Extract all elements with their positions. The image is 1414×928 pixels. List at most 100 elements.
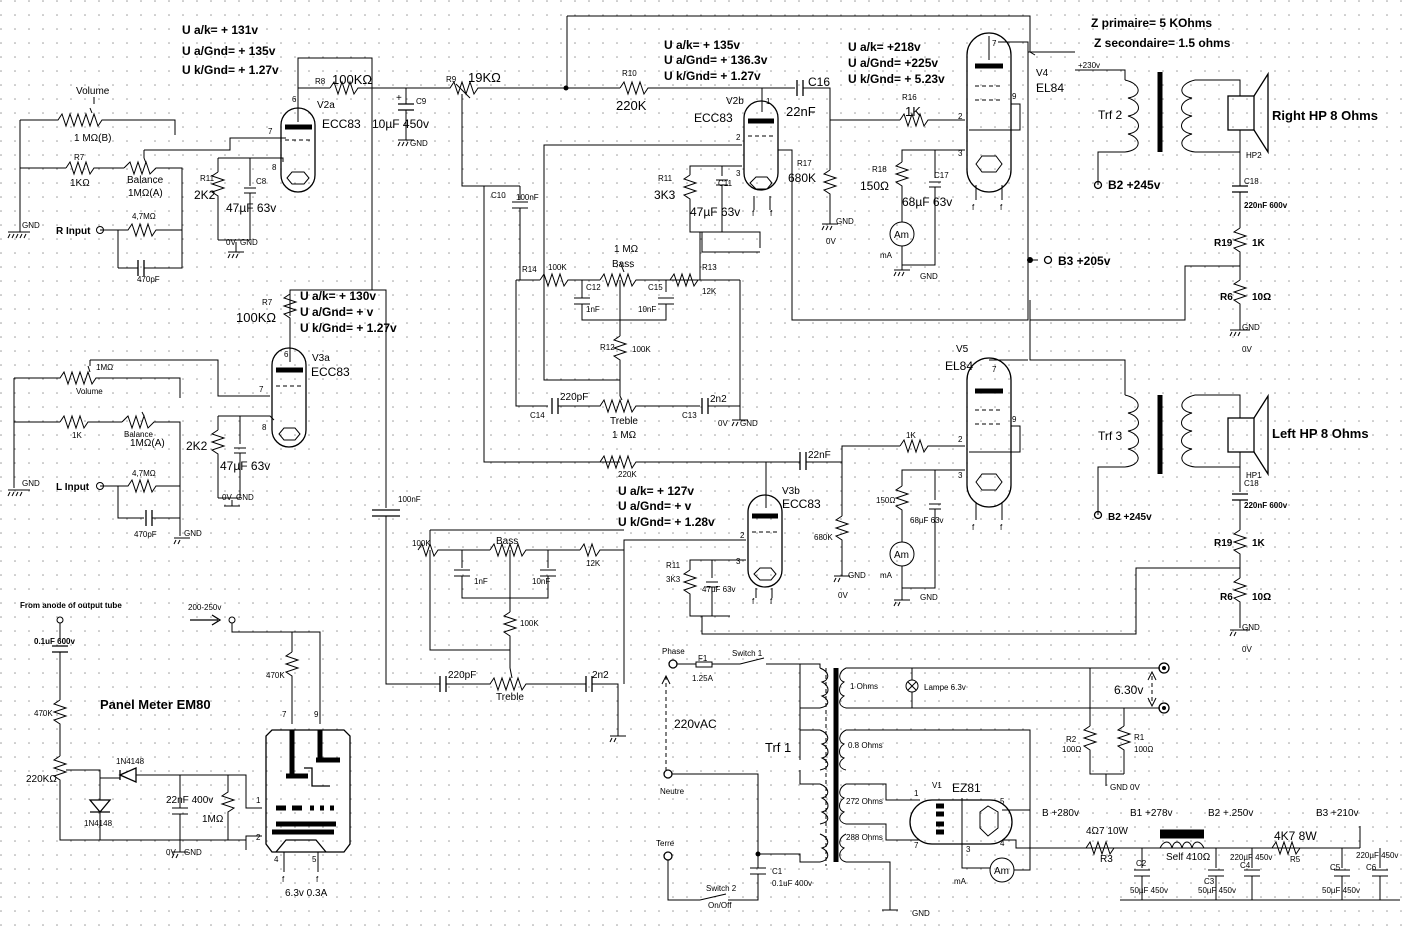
- pin-v2b-f2: f: [770, 209, 773, 218]
- label-230: +230v: [1078, 61, 1100, 70]
- resistor-220k-l: [599, 454, 800, 470]
- pin-v4-f2: f: [1000, 203, 1003, 212]
- label-r8v: 100KΩ: [332, 72, 372, 87]
- pin-v2a-7: 7: [268, 127, 273, 136]
- label-v4: V4: [1036, 68, 1049, 79]
- label-b2-ps: B2 +.250v: [1208, 808, 1253, 819]
- resistor-47m-r: [118, 222, 182, 238]
- label-gnd2-r: GND: [240, 238, 258, 247]
- label-r18: R18: [872, 165, 887, 174]
- arrow-supply: [190, 614, 222, 626]
- label-470p-l: 470pF: [134, 530, 157, 539]
- label-c18v-l: 220nF 600v: [1244, 501, 1288, 510]
- label-r7v-r: 1KΩ: [70, 178, 90, 189]
- coupling-upper: C16 22nF R17 680K GND 0V R16 1K: [762, 75, 965, 246]
- label-r2-ps: R2: [1066, 735, 1077, 744]
- label-c8v: 47µF 63v: [226, 201, 276, 215]
- pin-v1-1: 1: [914, 789, 919, 798]
- label-treble-lt: Treble: [496, 692, 524, 703]
- label-w288: 288 Ohms: [846, 833, 883, 842]
- label-r5: R5: [1290, 855, 1301, 864]
- label-r19: R19: [1214, 238, 1233, 249]
- label-c17: C17: [934, 171, 949, 180]
- label-100n-l: 100nF: [398, 495, 421, 504]
- label-68-l: 68µF 63v: [910, 516, 944, 525]
- label-b2-l: B2 +245v: [1108, 512, 1152, 523]
- label-gnd-r1: GND: [22, 221, 40, 230]
- label-v2a: V2a: [317, 100, 335, 111]
- label-fuse: 1.25A: [692, 674, 714, 683]
- pin-v1-7: 7: [914, 841, 919, 850]
- label-gnd-m-l: GND: [920, 593, 938, 602]
- label-w272: 272 Ohms: [846, 797, 883, 806]
- label-r11b: R11: [658, 174, 673, 183]
- label-0v-r17: 0V: [826, 237, 836, 246]
- tone-stack-lower: 100K Bass 12K 1nF 10nF 100K 220pF Treble…: [412, 529, 626, 743]
- label-vol-pot-l: 1MΩ: [96, 363, 113, 372]
- pot-balance-l: [121, 414, 181, 536]
- label-self: Self 410Ω: [1166, 852, 1211, 863]
- ez81-envelope: [909, 799, 1013, 845]
- cap-22n-l: [799, 452, 807, 470]
- label-v4-type: EL84: [1036, 81, 1064, 95]
- label-r7v-l: 100KΩ: [236, 310, 276, 325]
- resistor-r19: [1232, 227, 1248, 280]
- label-d1: 1N4148: [116, 757, 145, 766]
- label-0v-r6-l: 0V: [1242, 645, 1252, 654]
- label-c18v: 220nF 600v: [1244, 201, 1288, 210]
- label-22n-l: 22nF: [808, 450, 831, 461]
- label-gnd-680: GND: [848, 571, 866, 580]
- v2a-ukg: U k/Gnd= + 1.27v: [182, 63, 279, 77]
- label-gnd-r17: GND: [836, 217, 854, 226]
- resistor-r12: [612, 335, 628, 396]
- label-ma-v4: mA: [880, 251, 893, 260]
- label-12k-lt: 12K: [586, 559, 601, 568]
- label-c47-l: 47µF 63v: [220, 459, 270, 473]
- label-c6: C6: [1366, 863, 1377, 872]
- label-c4: C4: [1240, 861, 1251, 870]
- label-r14v: 100K: [548, 263, 567, 272]
- label-v3b-type: ECC83: [782, 497, 821, 511]
- transformer-trf2: +230v Trf 2 Right HP 8 Ohms HP2 B2 +245v…: [1030, 61, 1378, 354]
- label-1n-lt: 1nF: [474, 577, 488, 586]
- label-470k2-m: 470K: [266, 671, 285, 680]
- pin-em80-2: 2: [256, 833, 261, 842]
- label-volume-r: Volume: [76, 86, 110, 97]
- label-c3v: 50µF 450v: [1198, 886, 1236, 895]
- pin-v5-2: 2: [958, 435, 963, 444]
- label-r19v-l: 1K: [1252, 538, 1266, 549]
- v2a-uag: U a/Gnd= + 135v: [182, 44, 276, 58]
- pot-treble-upper: [558, 398, 700, 414]
- label-c8: C8: [256, 177, 267, 186]
- label-lamp: Lampe 6.3v: [924, 683, 966, 692]
- label-r10: R10: [622, 69, 637, 78]
- label-r3: R3: [1100, 854, 1113, 865]
- label-c18: C18: [1244, 177, 1259, 186]
- label-b3: B3 +205v: [1058, 254, 1111, 268]
- svg-text:Am: Am: [994, 866, 1009, 877]
- pin-v5-f2: f: [1000, 523, 1003, 532]
- label-r19v: 1K: [1252, 238, 1266, 249]
- pin-v2b-f1: f: [752, 209, 755, 218]
- label-from-anode: From anode of output tube: [20, 601, 122, 610]
- label-pot-bal-r: 1MΩ(A): [128, 188, 163, 199]
- v3b-ukg: U k/Gnd= + 1.28v: [618, 515, 715, 529]
- label-0v-r6: 0V: [1242, 345, 1252, 354]
- resistor-r17: [822, 169, 838, 224]
- label-220k-l: 220K: [618, 470, 637, 479]
- pin-v3b-f1: f: [752, 597, 755, 606]
- hv-wires: [566, 15, 1126, 395]
- label-c15v: 10nF: [638, 305, 656, 314]
- label-r19-l: R19: [1214, 538, 1233, 549]
- pin-v3a-7: 7: [259, 385, 264, 394]
- label-0v-m: 0V: [166, 848, 176, 857]
- tube-v4: 7 9 2 3 f f V4 EL84 R18 150Ω C17 68µF 63…: [860, 32, 1064, 281]
- v3a-uak: U a/k= + 130v: [300, 289, 376, 303]
- label-0v-l: 0V: [222, 493, 232, 502]
- label-c11: C11: [718, 179, 733, 188]
- label-c2v: 50µF 450v: [1130, 886, 1168, 895]
- resistor-100k-lt: [417, 542, 490, 558]
- label-r3v: 4Ω7 10W: [1086, 826, 1129, 837]
- v3b-uag: U a/Gnd= + v: [618, 499, 692, 513]
